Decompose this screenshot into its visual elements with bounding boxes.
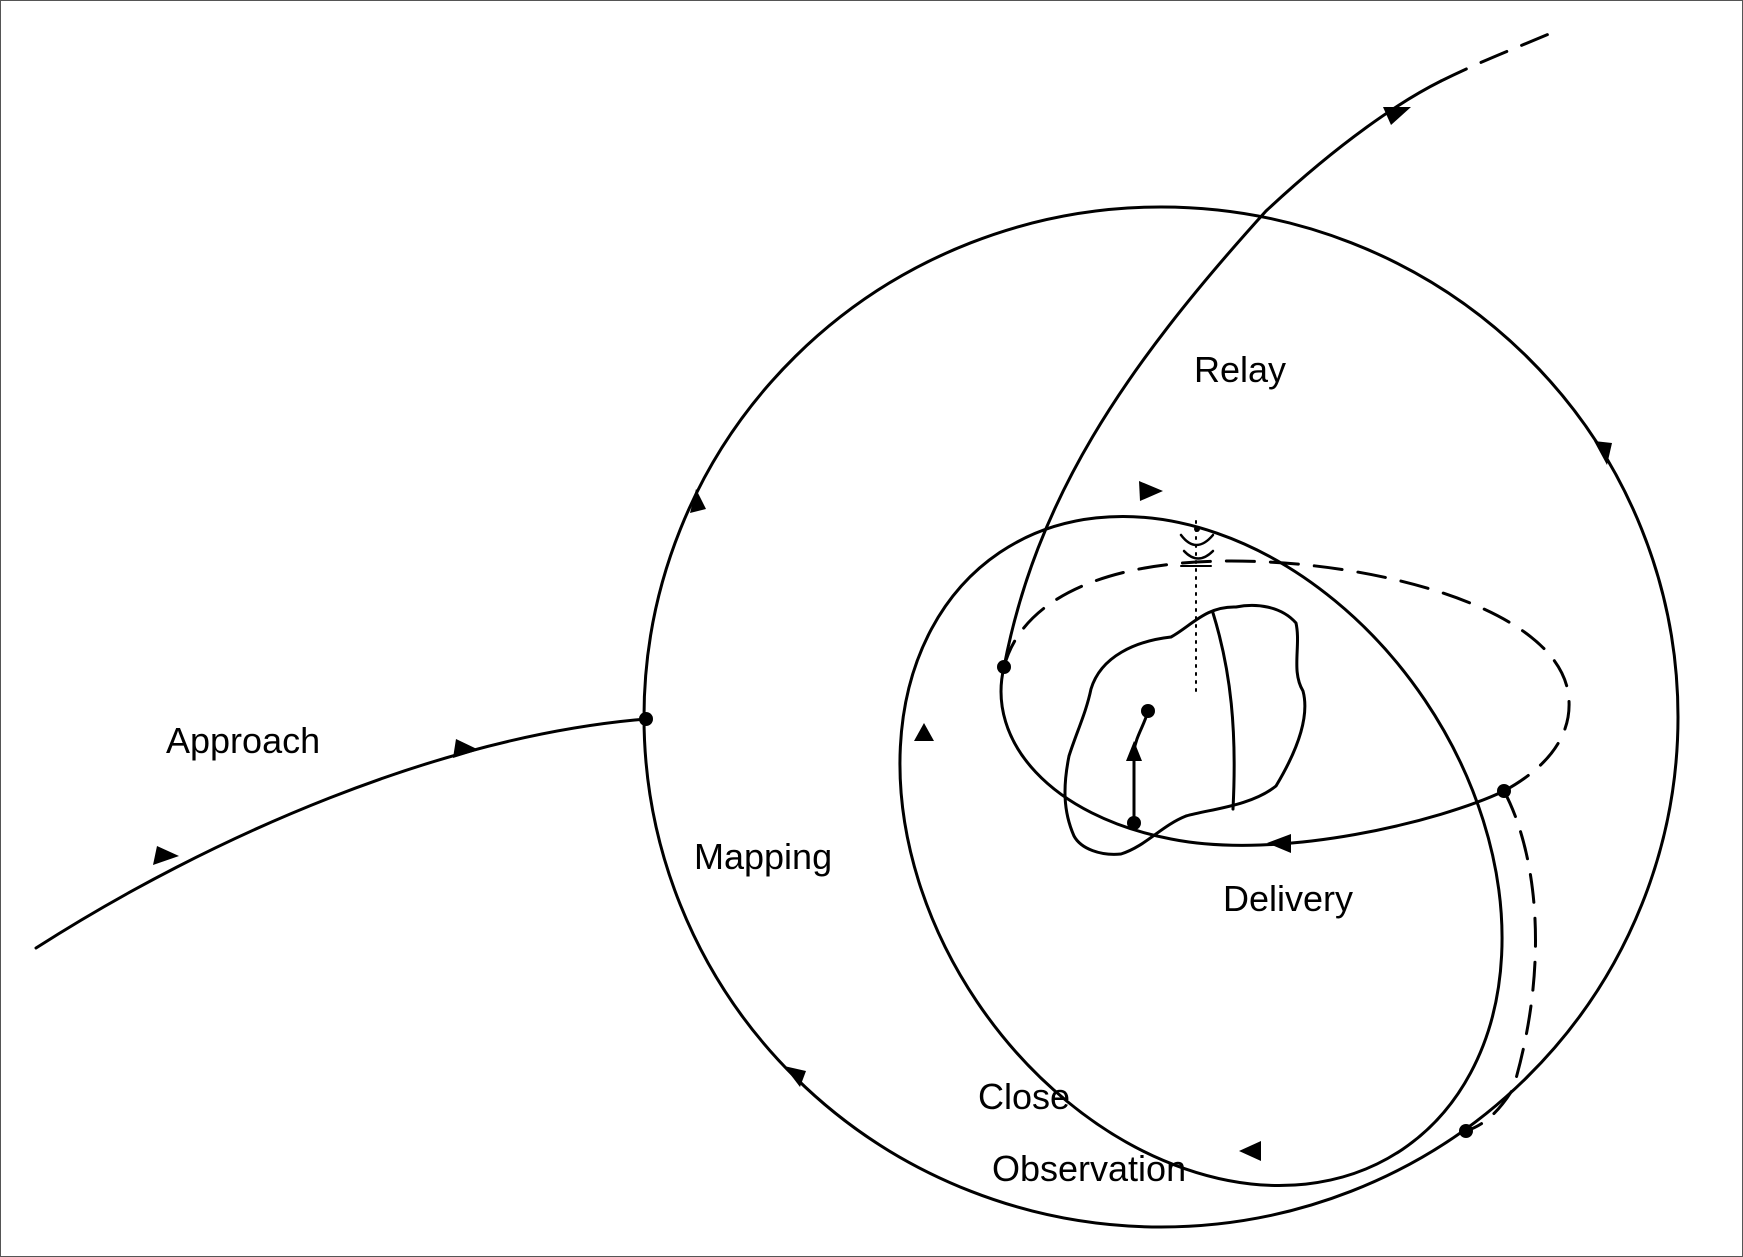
relay-node: [997, 660, 1011, 674]
label-relay: Relay: [1194, 349, 1286, 390]
arrow-close-top: [1139, 481, 1163, 501]
delivery-orbit-dashed: [1004, 561, 1569, 791]
arrow-close-left: [914, 723, 934, 741]
asteroid-meridian: [1213, 613, 1234, 809]
arrow-relay-out: [1383, 107, 1411, 125]
arrow-close-bottom: [1239, 1141, 1261, 1161]
arrow-approach-2: [453, 739, 479, 758]
arrow-approach-1: [153, 846, 179, 865]
direction-arrows: [153, 107, 1612, 1161]
delivery-orbit-solid: [1001, 667, 1504, 845]
label-close: Close: [978, 1076, 1070, 1117]
approach-node: [639, 712, 653, 726]
arrow-lander: [1126, 741, 1142, 761]
label-observation: Observation: [992, 1148, 1186, 1189]
surface-node: [1127, 816, 1141, 830]
close-observation-orbit: [776, 402, 1626, 1256]
label-delivery: Delivery: [1223, 878, 1353, 919]
approach-trajectory: [36, 719, 646, 948]
delivery-node: [1497, 784, 1511, 798]
label-mapping: Mapping: [694, 836, 832, 877]
arrow-delivery: [1267, 834, 1291, 853]
lander-node: [1141, 704, 1155, 718]
close-observation-node: [1459, 1124, 1473, 1138]
label-approach: Approach: [166, 720, 320, 761]
relay-trajectory-dashed: [1441, 31, 1556, 81]
